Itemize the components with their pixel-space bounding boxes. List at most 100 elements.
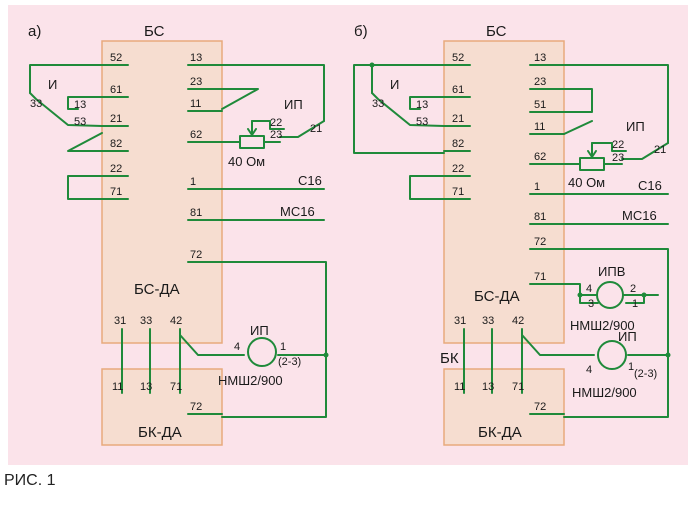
figure-panel: а) БС 52 61 21 82 22 71 13 23 11 [8, 5, 688, 465]
pin-label: 2 [630, 283, 636, 295]
pin-label: 31 [454, 315, 466, 327]
pin-label: 61 [452, 84, 464, 96]
panel-label-a: а) [28, 23, 41, 40]
switch-ip-b: ИП 22 23 21 40 Ом [563, 64, 669, 190]
pin-label: 22 [612, 139, 624, 151]
pin-label: 22 [270, 117, 282, 129]
pin-label: 11 [112, 381, 123, 393]
circuit-diagram: а) БС 52 61 21 82 22 71 13 23 11 [28, 23, 671, 446]
pin-label: 4 [586, 283, 592, 295]
pin-label: 4 [586, 364, 592, 376]
pin-label: 11 [454, 381, 465, 393]
pin-label: 82 [452, 138, 464, 150]
pin-note: (2-3) [278, 356, 301, 368]
bs-left-pins-a: 52 61 21 82 22 71 [101, 52, 129, 200]
pin-label: 72 [190, 249, 202, 261]
pin-label: 13 [482, 381, 494, 393]
pin-label: 82 [110, 138, 122, 150]
pin-label: 53 [416, 116, 428, 128]
pin-label: 51 [534, 99, 546, 111]
sensor-ipv-model-b: НМШ2/900 [570, 318, 635, 333]
sensor-ip-label-a: ИП [250, 323, 269, 338]
diagram-b: б) БС 52 61 21 82 22 71 13 23 51 11 [353, 23, 671, 446]
pin-note: (2-3) [634, 368, 657, 380]
pin-label: 3 [588, 298, 594, 310]
pin-label: 61 [110, 84, 122, 96]
sensor-ip-model-b: НМШ2/900 [572, 385, 637, 400]
bs-bottom-pins-a: 31 33 42 [114, 315, 182, 394]
pin-label: 1 [628, 361, 634, 373]
signal-c16-a: С16 [298, 173, 322, 188]
pin-label: 22 [452, 163, 464, 175]
bs-da-label-a: БС-ДА [134, 281, 180, 298]
pin-label: 72 [534, 236, 546, 248]
sensor-model-a: НМШ2/900 [218, 373, 283, 388]
switch-i-a: И 33 13 53 [29, 64, 103, 200]
bs-da-label-b: БС-ДА [474, 288, 520, 305]
pin-label: 13 [140, 381, 152, 393]
bs-right-pins-a: 13 23 11 62 1 81 72 [187, 52, 223, 263]
pin-label: 1 [190, 176, 196, 188]
pin-label: 13 [416, 99, 428, 111]
pin-label: 1 [534, 181, 540, 193]
sensor-ipv-b: ИПВ 4 2 3 1 НМШ2/900 [563, 248, 669, 356]
panel-label-b: б) [354, 23, 368, 40]
pin-label: 11 [190, 98, 201, 110]
bk-label-b: БК [440, 350, 459, 367]
pin-label: 13 [190, 52, 202, 64]
pin-label: 33 [140, 315, 152, 327]
signal-c16-b: С16 [638, 178, 662, 193]
pin-label: 23 [612, 152, 624, 164]
pin-label: 53 [74, 116, 86, 128]
pin-label: 62 [534, 151, 546, 163]
pin-label: 4 [234, 341, 240, 353]
pin-label: 33 [372, 98, 384, 110]
pin-label: 31 [114, 315, 126, 327]
pin-label: 71 [170, 381, 182, 393]
pin-label: 72 [190, 401, 202, 413]
switch-ip-label: ИП [626, 119, 645, 134]
pin-label: 22 [110, 163, 122, 175]
pin-label: 52 [452, 52, 464, 64]
bk-da-label-b: БК-ДА [478, 424, 522, 441]
pin-label: 71 [512, 381, 524, 393]
pin-label: 62 [190, 129, 202, 141]
sensor-ip-a: ИП 4 1 (2-3) НМШ2/900 [179, 261, 329, 418]
pin-label: 81 [190, 207, 202, 219]
diagram-a: а) БС 52 61 21 82 22 71 13 23 11 [28, 23, 329, 446]
bs-label-b: БС [486, 23, 507, 40]
pin-label: 33 [30, 98, 42, 110]
switch-i-label: И [48, 77, 57, 92]
bs-right-pins-b: 13 23 51 11 62 1 81 72 71 [529, 52, 565, 285]
pin-label: 21 [310, 123, 322, 135]
pin-label: 21 [452, 113, 464, 125]
bk-pins-a: 11 13 71 72 [112, 381, 223, 415]
signals-a: С16 МС16 [221, 173, 325, 221]
pin-label: 21 [654, 144, 666, 156]
pin-label: 13 [534, 52, 546, 64]
resistor-label-b: 40 Ом [568, 175, 605, 190]
switch-i-label: И [390, 77, 399, 92]
signals-b: С16 МС16 [563, 178, 669, 225]
pin-label: 81 [534, 211, 546, 223]
bk-pins-b: 11 13 71 72 [454, 381, 565, 415]
pin-label: 52 [110, 52, 122, 64]
pin-label: 42 [170, 315, 182, 327]
bs-label-a: БС [144, 23, 165, 40]
pin-label: 11 [534, 121, 545, 133]
pin-label: 23 [534, 76, 546, 88]
pin-label: 42 [512, 315, 524, 327]
pin-label: 13 [74, 99, 86, 111]
switch-ip-a: ИП 22 23 21 40 Ом [221, 64, 325, 169]
bs-bottom-pins-b: 31 33 42 [454, 315, 524, 394]
bs-block-b [443, 40, 565, 344]
sensor-ipv-label-b: ИПВ [598, 264, 625, 279]
sensor-ip-b: ИП 4 1 (2-3) НМШ2/900 [521, 329, 671, 418]
pin-label: 72 [534, 401, 546, 413]
signal-mc16-a: МС16 [280, 204, 315, 219]
pin-label: 71 [534, 271, 546, 283]
pin-label: 71 [452, 186, 464, 198]
pin-label: 23 [190, 76, 202, 88]
pin-label: 71 [110, 186, 122, 198]
sensor-ip-label-b: ИП [618, 329, 637, 344]
